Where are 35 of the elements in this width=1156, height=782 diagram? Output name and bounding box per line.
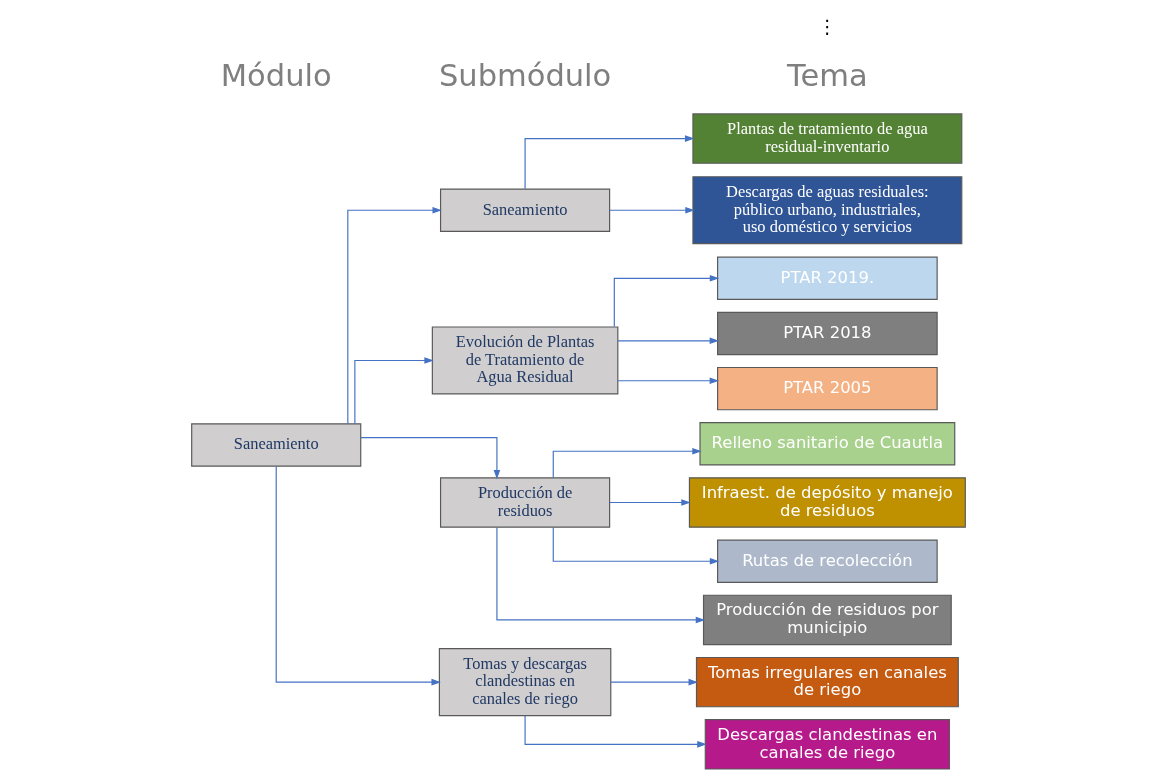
node-box: PTAR 2005	[716, 366, 938, 411]
node-box: PTAR 2018	[716, 311, 938, 356]
node-box: Plantas de tratamiento de agua residual-inventario	[691, 113, 962, 164]
arrow	[359, 437, 500, 480]
node-box: Saneamiento	[439, 188, 610, 232]
arrow	[346, 206, 442, 425]
arrow	[608, 206, 695, 214]
node-box: Descargas clandestinas en canales de riego	[704, 719, 950, 770]
node-box: Rutas de recolección	[716, 539, 938, 583]
arrow	[609, 678, 698, 686]
node-box: Evolución de Plantas de Tratamiento de Agua Residual	[431, 326, 618, 395]
node-box: Producción de residuos	[439, 477, 610, 528]
arrow	[613, 275, 719, 328]
node-box: Descargas de aguas residuales: público urbano, industriales, uso doméstico y servicios	[691, 176, 962, 245]
arrow	[552, 447, 702, 479]
label: Submódulo	[438, 58, 611, 94]
arrow	[524, 715, 707, 748]
node-box: Tomas y descargas clandestinas en canales de riego	[438, 648, 611, 717]
arrow	[275, 465, 441, 686]
node-box: Relleno sanitario de Cuautla	[698, 422, 955, 466]
label: ⋮	[817, 15, 837, 37]
node-box: Saneamiento	[190, 423, 361, 467]
label: Tema	[786, 58, 868, 94]
node-box: Infraest. de depósito y manejo de residuos	[688, 477, 966, 528]
arrow	[495, 526, 705, 624]
label: Módulo	[220, 58, 332, 94]
arrow	[353, 357, 434, 425]
arrow	[524, 135, 694, 190]
arrow	[616, 337, 719, 345]
arrow	[616, 377, 719, 384]
arrow	[552, 526, 719, 565]
node-box: Producción de residuos por municipio	[702, 594, 952, 646]
node-box: Tomas irregulares en canales de riego	[695, 656, 959, 708]
arrow	[608, 499, 691, 506]
node-box: PTAR 2019.	[716, 256, 938, 300]
